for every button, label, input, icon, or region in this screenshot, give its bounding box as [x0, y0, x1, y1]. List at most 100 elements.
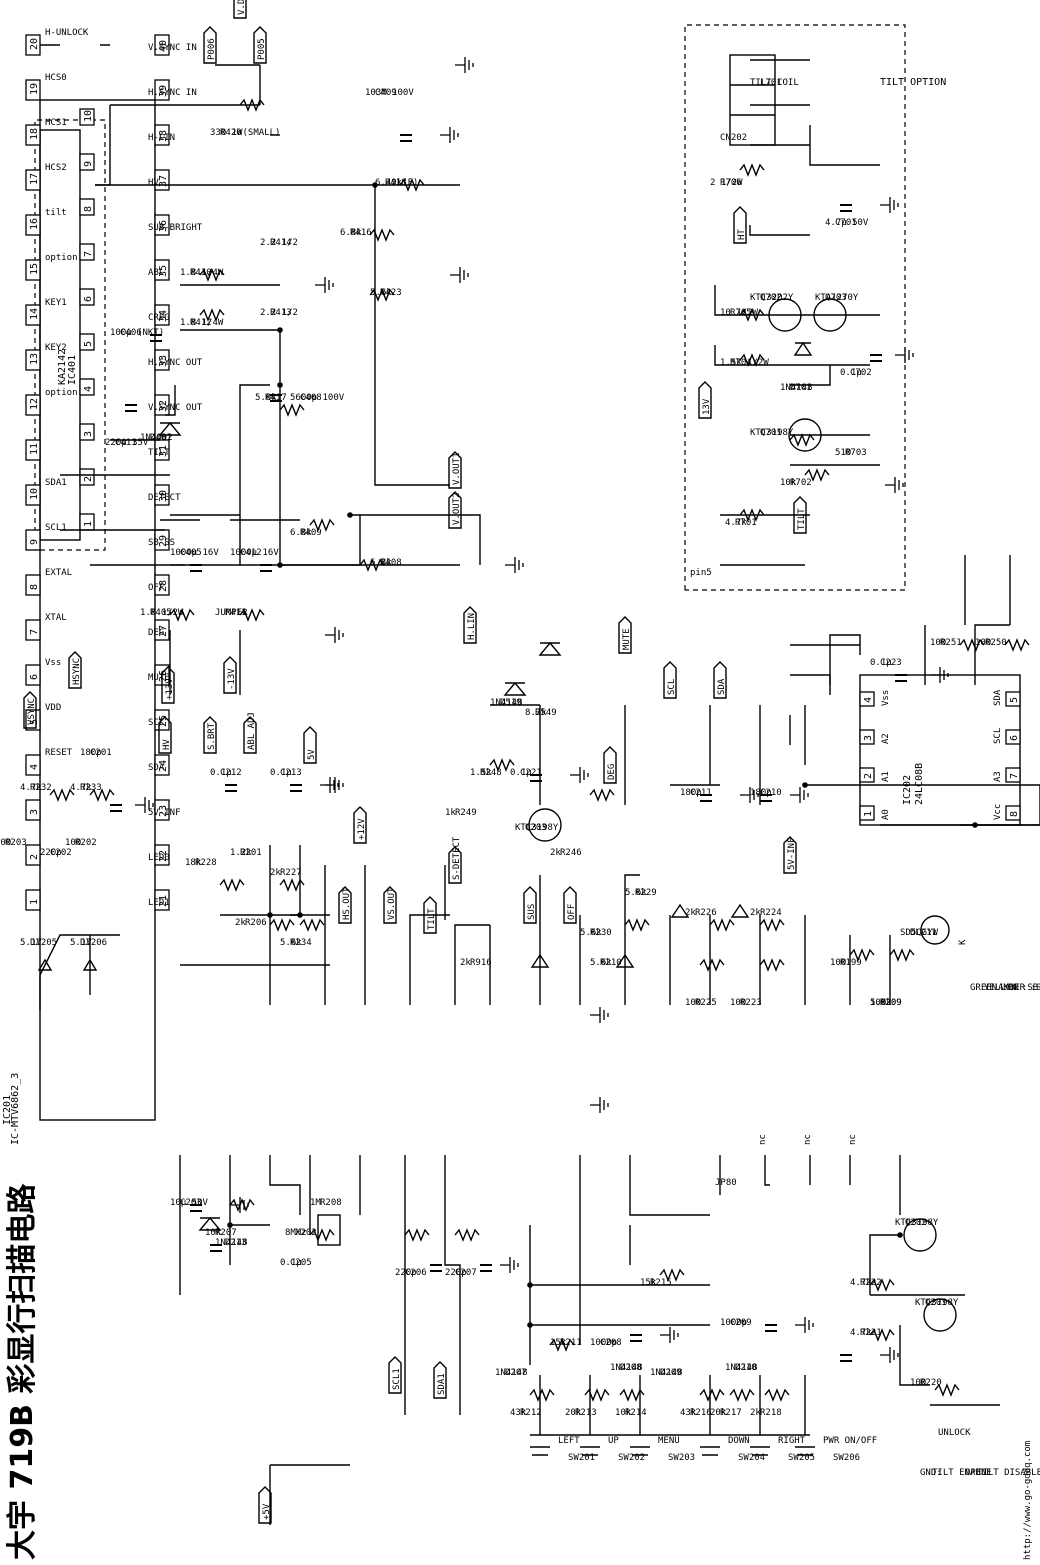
open-note: OPEN:	[965, 1468, 992, 1478]
conn-vdy: V.DY	[237, 0, 247, 15]
ic202-pin-name: SCL	[993, 728, 1003, 744]
pin5-label: pin5	[690, 568, 712, 578]
component-ref-r225: R225	[695, 998, 717, 1008]
component-value-r213: 20k	[565, 1408, 582, 1418]
ic201-pin-box	[154, 574, 170, 596]
component-ref-r416: R416	[350, 228, 372, 238]
switch-icon	[630, 1446, 650, 1456]
ic202-pin-box	[1005, 691, 1021, 707]
open-note: TILT DISABLE	[977, 1468, 1040, 1478]
switch-label: DOWN	[728, 1436, 750, 1446]
component-ref-r417: R417	[265, 393, 287, 403]
ic401-pin-box	[79, 423, 95, 441]
component-ref-c208: C208	[600, 1338, 622, 1348]
ic202-pin-name: A3	[993, 771, 1003, 782]
ic201-pin-name: XTAL	[45, 613, 67, 623]
hcs-nc-label: nc	[803, 1134, 813, 1145]
ic201-pin-number: 12	[29, 398, 40, 410]
component-value-r225: 100	[685, 998, 701, 1008]
ic201-pin-number: 14	[29, 308, 40, 320]
ic202-pin-number: 1	[863, 811, 874, 817]
conn-minus13v-arrow-icon	[223, 656, 237, 694]
component-ref-c210: C210	[760, 788, 782, 798]
component-ref-r232: R232	[30, 783, 52, 793]
ic202-pin-name: Vss	[881, 690, 891, 706]
component-value-c405: 1000μ 16V	[170, 548, 219, 558]
ic201-pin-box	[25, 574, 41, 596]
component-value-c202: 220p	[40, 848, 62, 858]
switch-icon	[750, 1446, 770, 1456]
component-value-d401: 1N4002	[140, 433, 173, 443]
component-ref-r218: R218	[760, 1408, 782, 1418]
gnd-note: TILT ENABLE	[932, 1468, 992, 1478]
component-value-r203: 100	[0, 838, 11, 848]
conn-13v-arrow-icon	[698, 381, 712, 419]
ic201-pin-box	[154, 304, 170, 326]
component-value-r217: 20k	[710, 1408, 727, 1418]
component-ref-r414: R414	[270, 238, 292, 248]
conn-vout2-arrow-icon	[448, 491, 462, 529]
ground-icon	[440, 127, 459, 143]
component-value-dl211: SD5QGYW	[900, 928, 939, 938]
conn-sdetect: S-DETECT	[452, 836, 462, 880]
component-value-r916: 2k	[460, 958, 471, 968]
component-value-r414: 2.2 1/2	[260, 238, 298, 248]
conn-plus5v: +5V	[262, 1503, 272, 1520]
component-value-r227: 2k	[270, 868, 281, 878]
component-value-r416: 6.8k	[340, 228, 362, 238]
component-ref-r916: R916	[470, 958, 492, 968]
conn-plus5v-arrow-icon	[258, 1486, 272, 1524]
ic201-pin-name: SCL1	[45, 523, 67, 533]
component-ref-q702: Q702	[760, 293, 782, 303]
component-value-c205: 0.1μ	[280, 1258, 302, 1268]
component-ref-c221: C221	[520, 768, 542, 778]
component-value-r405: 1.8 1/2W	[140, 608, 184, 618]
conn-ht: HT	[737, 229, 747, 240]
component-value-q201: KTC3198Y	[915, 1298, 959, 1308]
component-value-r211: 15k	[550, 1338, 567, 1348]
conn-hv: HV	[162, 739, 172, 750]
ic201-pin-box	[25, 214, 41, 236]
ic201-pin-box	[25, 169, 41, 191]
component-ref-q201: Q201	[925, 1298, 947, 1308]
crystal-x202	[317, 1214, 341, 1246]
component-ref-r228: R228	[195, 858, 217, 868]
conn-tilt: TILT	[427, 908, 437, 930]
ic401-pin-number: 4	[83, 386, 94, 392]
component-ref-r412: R412	[190, 318, 212, 328]
ground-icon	[450, 267, 469, 283]
component-ref-r207: R207	[215, 1228, 237, 1238]
conn-5v-arrow-icon	[303, 726, 317, 764]
component-value-r248: 1.5k	[470, 768, 492, 778]
component-value-c209: 1000p	[720, 1318, 747, 1328]
conn-sus: SUS	[527, 904, 537, 920]
ic201-pin-box	[25, 394, 41, 416]
ic201-pin-name: ABL	[148, 268, 164, 278]
component-value-r229: 5.6k	[625, 888, 647, 898]
ic201-pin-number: 21	[158, 895, 169, 907]
component-ref-r222: R222	[860, 1278, 882, 1288]
component-value-r212: 43k	[510, 1408, 527, 1418]
ic201-pin-box	[154, 259, 170, 281]
component-value-c207: 220p	[445, 1268, 467, 1278]
switch-icon	[700, 1446, 720, 1456]
conn-vdy-arrow-icon	[233, 0, 247, 19]
conn-p006-arrow-icon	[203, 26, 217, 64]
ground-icon	[315, 277, 334, 293]
ic201-pin-number: 15	[29, 263, 40, 275]
ic201-ref: IC201	[2, 1095, 13, 1125]
component-value-r251: 100	[930, 638, 946, 648]
ic401-pin-number: 5	[83, 341, 94, 347]
component-ref-r549: R549	[535, 708, 557, 718]
component-ref-cn202: CN202	[720, 133, 747, 143]
conn-5vinf-arrow-icon	[783, 836, 797, 874]
ic401-pin-box	[79, 468, 95, 486]
switch-ref: SW203	[668, 1453, 695, 1463]
component-value-r410: 1.8 1/4W	[180, 268, 224, 278]
component-ref-r210: R210	[600, 958, 622, 968]
ground-icon	[325, 777, 344, 793]
conn-deg: DEG	[607, 764, 617, 780]
component-ref-r206: R206	[245, 918, 267, 928]
